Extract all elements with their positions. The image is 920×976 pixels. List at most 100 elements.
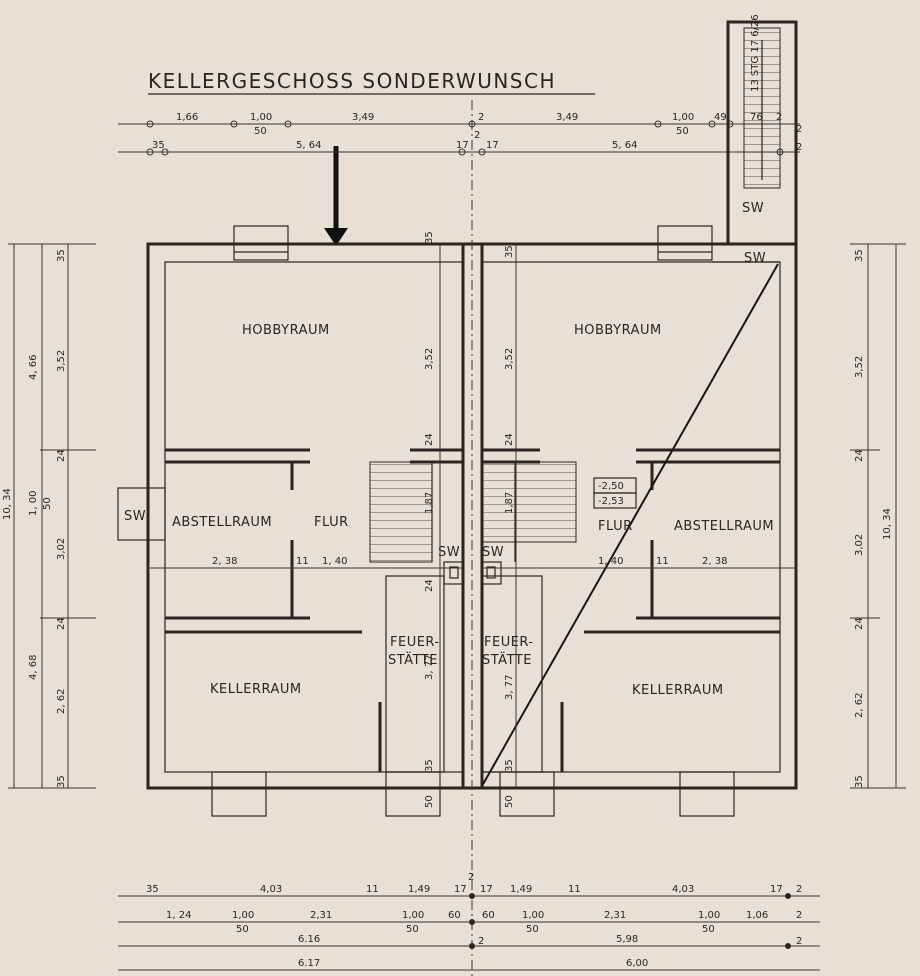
room-storage-left: ABSTELLRAUM: [172, 515, 272, 530]
room-boiler-right-2: STÄTTE: [482, 652, 532, 668]
bot-r2-3: 2,31: [310, 910, 332, 921]
left-dim-24b: 24: [56, 617, 67, 630]
bot-r2-2: 1,00: [232, 910, 254, 921]
top-dim-2-sub: 50: [254, 126, 267, 137]
bot-r1-5: 17: [454, 884, 467, 895]
top-dim-4: 2: [478, 112, 484, 123]
stair-note: 13 STG 17 6/26: [750, 14, 761, 92]
inner-11-right: 11: [656, 556, 669, 567]
sw-chimney-right: SW: [482, 545, 504, 560]
left-dim-35: 35: [56, 249, 67, 262]
inner-238-right: 2, 38: [702, 556, 727, 567]
top-dimension-lines: [118, 120, 800, 156]
bot-r1-8: 1,49: [510, 884, 532, 895]
bot-r4-1: 6.17: [298, 958, 320, 969]
bot-r2-6: 60: [482, 910, 495, 921]
top-dim-10: 2: [796, 124, 802, 135]
inner-140-right: 1, 40: [598, 556, 623, 567]
inner-stair-right: 1,87: [504, 492, 515, 514]
left-dim-262: 2, 62: [56, 689, 67, 714]
inner-140-left: 1, 40: [322, 556, 347, 567]
bot-r1-12: 2: [796, 884, 802, 895]
inner-11-left: 11: [296, 556, 309, 567]
bot-r1-2: 4,03: [260, 884, 282, 895]
left-dim-468: 4, 68: [28, 655, 39, 680]
top-row2-2: 5, 64: [296, 140, 321, 151]
bot-r2-10: 1,06: [746, 910, 768, 921]
right-dim-262: 2, 62: [854, 693, 865, 718]
bot-r1-4: 1,49: [408, 884, 430, 895]
inner-24b-left: 24: [424, 579, 435, 592]
bot-r1-3: 11: [366, 884, 379, 895]
right-dim-24: 24: [854, 449, 865, 462]
inner-352-right: 3,52: [504, 348, 515, 370]
room-cellar-right: KELLERRAUM: [632, 683, 724, 698]
exterior-staircase: [712, 20, 798, 263]
left-dim-35b: 35: [56, 775, 67, 788]
room-hall-right: FLUR: [598, 519, 633, 534]
left-dim-466: 4, 66: [28, 355, 39, 380]
inner-35-left: 35: [424, 231, 435, 244]
sw-exterior-left: SW: [124, 509, 146, 524]
inner-stair-left: 1,87: [424, 492, 435, 514]
top-dim-sub-2: 2: [474, 130, 480, 141]
sw-chimney-left: SW: [438, 545, 460, 560]
level-1: -2,50: [598, 481, 624, 492]
right-dimension-lines: [850, 243, 906, 789]
strike-through-line: [481, 263, 779, 787]
room-storage-right: ABSTELLRAUM: [674, 519, 774, 534]
left-dim-1034: 10, 34: [2, 488, 13, 520]
left-dim-302: 3,02: [56, 538, 67, 560]
top-dim-3: 3,49: [352, 112, 374, 123]
right-dim-24b: 24: [854, 617, 865, 630]
chimneys: [385, 561, 543, 773]
bot-r3-1: 6.16: [298, 934, 320, 945]
level-box-2: [593, 492, 637, 509]
inner-35b-left: 35: [424, 759, 435, 772]
right-dim-302: 3,02: [854, 534, 865, 556]
bot-r1-11: 17: [770, 884, 783, 895]
inner-24-left: 24: [424, 433, 435, 446]
right-dim-35b: 35: [854, 775, 865, 788]
plan-title: KELLERGESCHOSS SONDERWUNSCH: [148, 69, 556, 93]
bot-r2-11: 2: [796, 910, 802, 921]
level-2: -2,53: [598, 496, 624, 507]
inner-35b-right: 35: [504, 759, 515, 772]
bot-r2-2-sub: 50: [236, 924, 249, 935]
top-row2-6: 2: [796, 142, 802, 153]
sw-stair: SW: [744, 251, 766, 266]
top-row2-3: 17: [456, 140, 469, 151]
inner-352-left: 3,52: [424, 348, 435, 370]
inner-50-left: 50: [424, 795, 435, 808]
top-row2-5: 5, 64: [612, 140, 637, 151]
bot-r3-4: 2: [796, 936, 802, 947]
bot-r2-4-sub: 50: [406, 924, 419, 935]
top-dim-6-sub: 50: [676, 126, 689, 137]
right-dim-352: 3,52: [854, 356, 865, 378]
left-dim-100: 1, 00: [28, 491, 39, 516]
bot-r1-6: 2: [468, 872, 474, 883]
right-dim-1034: 10, 34: [882, 508, 893, 540]
bot-r2-8: 2,31: [604, 910, 626, 921]
room-boiler-left-2: STÄTTE: [388, 652, 438, 668]
bot-r2-9: 1,00: [698, 910, 720, 921]
left-dim-50: 50: [42, 497, 53, 510]
room-boiler-left-1: FEUER-: [390, 635, 440, 650]
inner-377-right: 3, 77: [504, 675, 515, 700]
marker-arrow: [324, 146, 348, 246]
bottom-dimension-lines: [118, 893, 820, 971]
bot-r2-5: 60: [448, 910, 461, 921]
top-dim-2: 1,00: [250, 112, 272, 123]
inner-24-right: 24: [504, 433, 515, 446]
left-dim-24: 24: [56, 449, 67, 462]
bot-r1-7: 17: [480, 884, 493, 895]
bot-r3-3: 5,98: [616, 934, 638, 945]
room-hall-left: FLUR: [314, 515, 349, 530]
room-cellar-left: KELLERRAUM: [210, 682, 302, 697]
top-row2-4: 17: [486, 140, 499, 151]
top-row2-1: 35: [152, 140, 165, 151]
sw-stair-top: SW: [742, 201, 764, 216]
left-dim-352: 3,52: [56, 350, 67, 372]
top-dim-6: 1,00: [672, 112, 694, 123]
